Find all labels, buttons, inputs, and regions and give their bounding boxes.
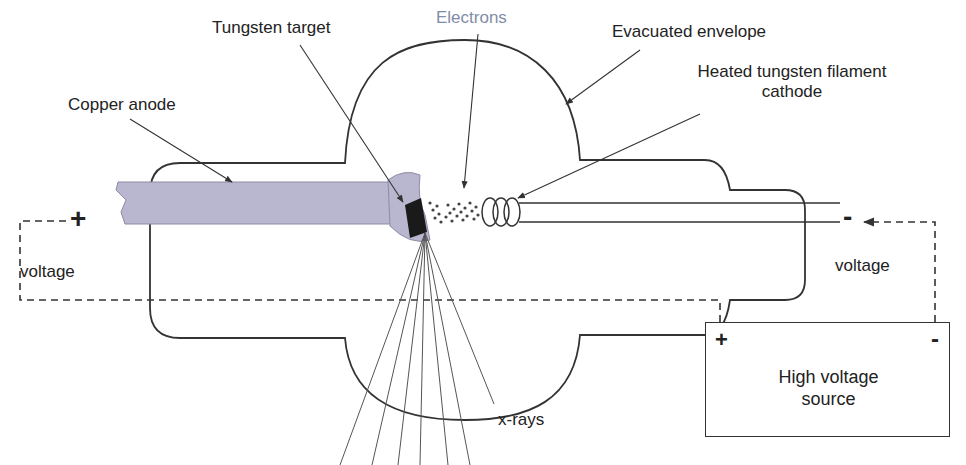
electron-dot <box>461 218 464 221</box>
source-label: High voltage source <box>754 367 904 410</box>
voltage-label: voltage <box>20 262 75 282</box>
electron-dot <box>433 216 436 219</box>
electron-dot <box>459 210 462 213</box>
electron-dot <box>446 203 449 206</box>
wire-positive <box>20 221 720 322</box>
electron-dot <box>439 220 442 223</box>
electron-dot <box>465 214 468 217</box>
filament-cathode <box>482 198 840 226</box>
electron-dot <box>457 202 460 205</box>
anode-tip <box>388 172 430 241</box>
part-label: Electrons <box>436 8 507 28</box>
tungsten-target <box>405 198 427 238</box>
part-label: Evacuated envelope <box>612 22 766 42</box>
electron-dot <box>476 213 479 216</box>
part-label: x-rays <box>498 410 544 430</box>
polarity-sign: + <box>70 202 86 236</box>
part-label: Heated tungsten filament cathode <box>672 62 912 103</box>
part-label: Tungsten target <box>212 18 330 38</box>
leader-lines <box>130 34 700 202</box>
polarity-sign: - <box>931 325 939 354</box>
copper-anode <box>116 182 393 224</box>
xray-beams <box>340 233 494 465</box>
electron-dot <box>428 201 431 204</box>
electron-dots <box>428 201 479 223</box>
electron-dot <box>463 206 466 209</box>
part-label: Copper anode <box>68 95 176 115</box>
electron-dot <box>450 219 453 222</box>
voltage-label: voltage <box>835 256 890 276</box>
electron-dot <box>437 212 440 215</box>
electron-dot <box>470 209 473 212</box>
electron-dot <box>431 208 434 211</box>
electron-dot <box>435 204 438 207</box>
electron-dot <box>448 211 451 214</box>
electron-dot <box>452 207 455 210</box>
polarity-sign: - <box>843 200 852 234</box>
electron-dot <box>468 201 471 204</box>
electron-dot <box>472 217 475 220</box>
electron-dot <box>474 205 477 208</box>
electron-dot <box>455 214 458 217</box>
polarity-sign: + <box>715 327 728 353</box>
electron-dot <box>444 215 447 218</box>
voltage-source-box: + -High voltage source <box>705 322 950 437</box>
